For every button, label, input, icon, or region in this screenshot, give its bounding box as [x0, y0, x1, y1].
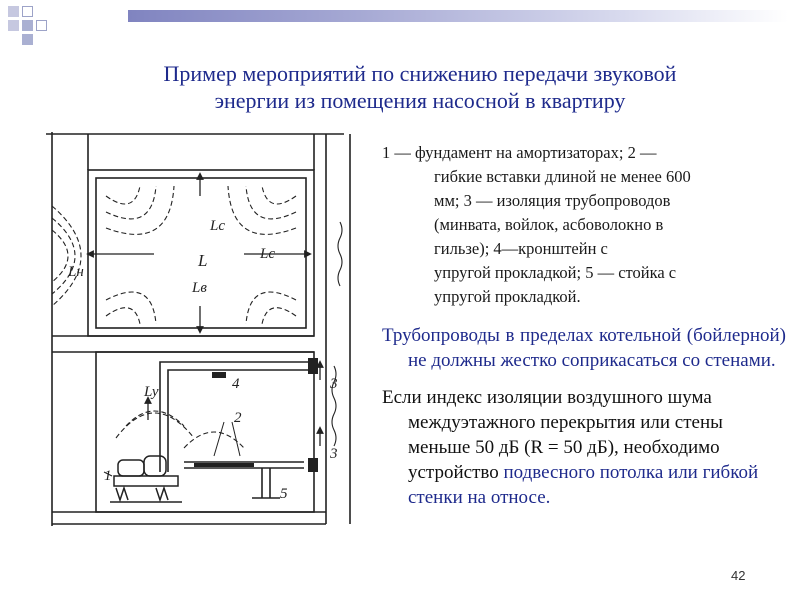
slide-title: Пример мероприятий по снижению передачи … [60, 60, 780, 114]
label-ly: Ly [143, 384, 159, 400]
item3-highlight: подвесного потолка или гибкой стенки на … [408, 462, 759, 508]
header-bar [128, 10, 788, 22]
label-ln: Lн [67, 264, 84, 280]
label-lc-top: Lc [209, 218, 225, 234]
label-l: L [197, 251, 207, 270]
label-2: 2 [234, 410, 242, 426]
label-5: 5 [280, 486, 288, 502]
item1-line-6: упругой прокладкой; 5 — стойка с [434, 263, 677, 282]
label-3b: 3 [329, 446, 338, 462]
label-lv: Lв [191, 280, 207, 296]
title-line-2: энергии из помещения насосной в квартиру [214, 88, 626, 113]
label-1: 1 [104, 468, 112, 484]
item1-line-2: гибкие вставки длиной не менее 600 [434, 167, 691, 186]
item1-line-4: (минвата, войлок, асбоволокно в [434, 215, 664, 234]
item1-line-5: гильзе); 4—кронштейн с [434, 239, 608, 258]
label-lc-right: Lc [259, 246, 275, 262]
content-area: 1 — фундамент на амортизаторах; 2 — гибк… [382, 141, 786, 510]
list-item-1: 1 — фундамент на амортизаторах; 2 — гибк… [382, 141, 786, 309]
label-4: 4 [232, 376, 240, 392]
item1-line-3: мм; 3 — изоляция трубопроводов [434, 191, 671, 210]
item1-line-1: 1 — фундамент на амортизаторах; 2 — [382, 143, 657, 162]
pump-room-diagram: Lc Lc L Lн Lв Ly 1 2 3 3 4 5 [46, 132, 351, 526]
page-number: 42 [731, 568, 746, 583]
label-3a: 3 [329, 376, 338, 392]
item1-line-7: упругой прокладкой. [434, 287, 581, 306]
title-line-1: Пример мероприятий по снижению передачи … [163, 61, 677, 86]
item3-text: Если индекс изоляции воздушного шума меж… [382, 387, 723, 483]
list-item-2: Трубопроводы в пределах котельной (бойле… [382, 325, 786, 371]
list-item-3: Если индекс изоляции воздушного шума меж… [382, 385, 786, 510]
